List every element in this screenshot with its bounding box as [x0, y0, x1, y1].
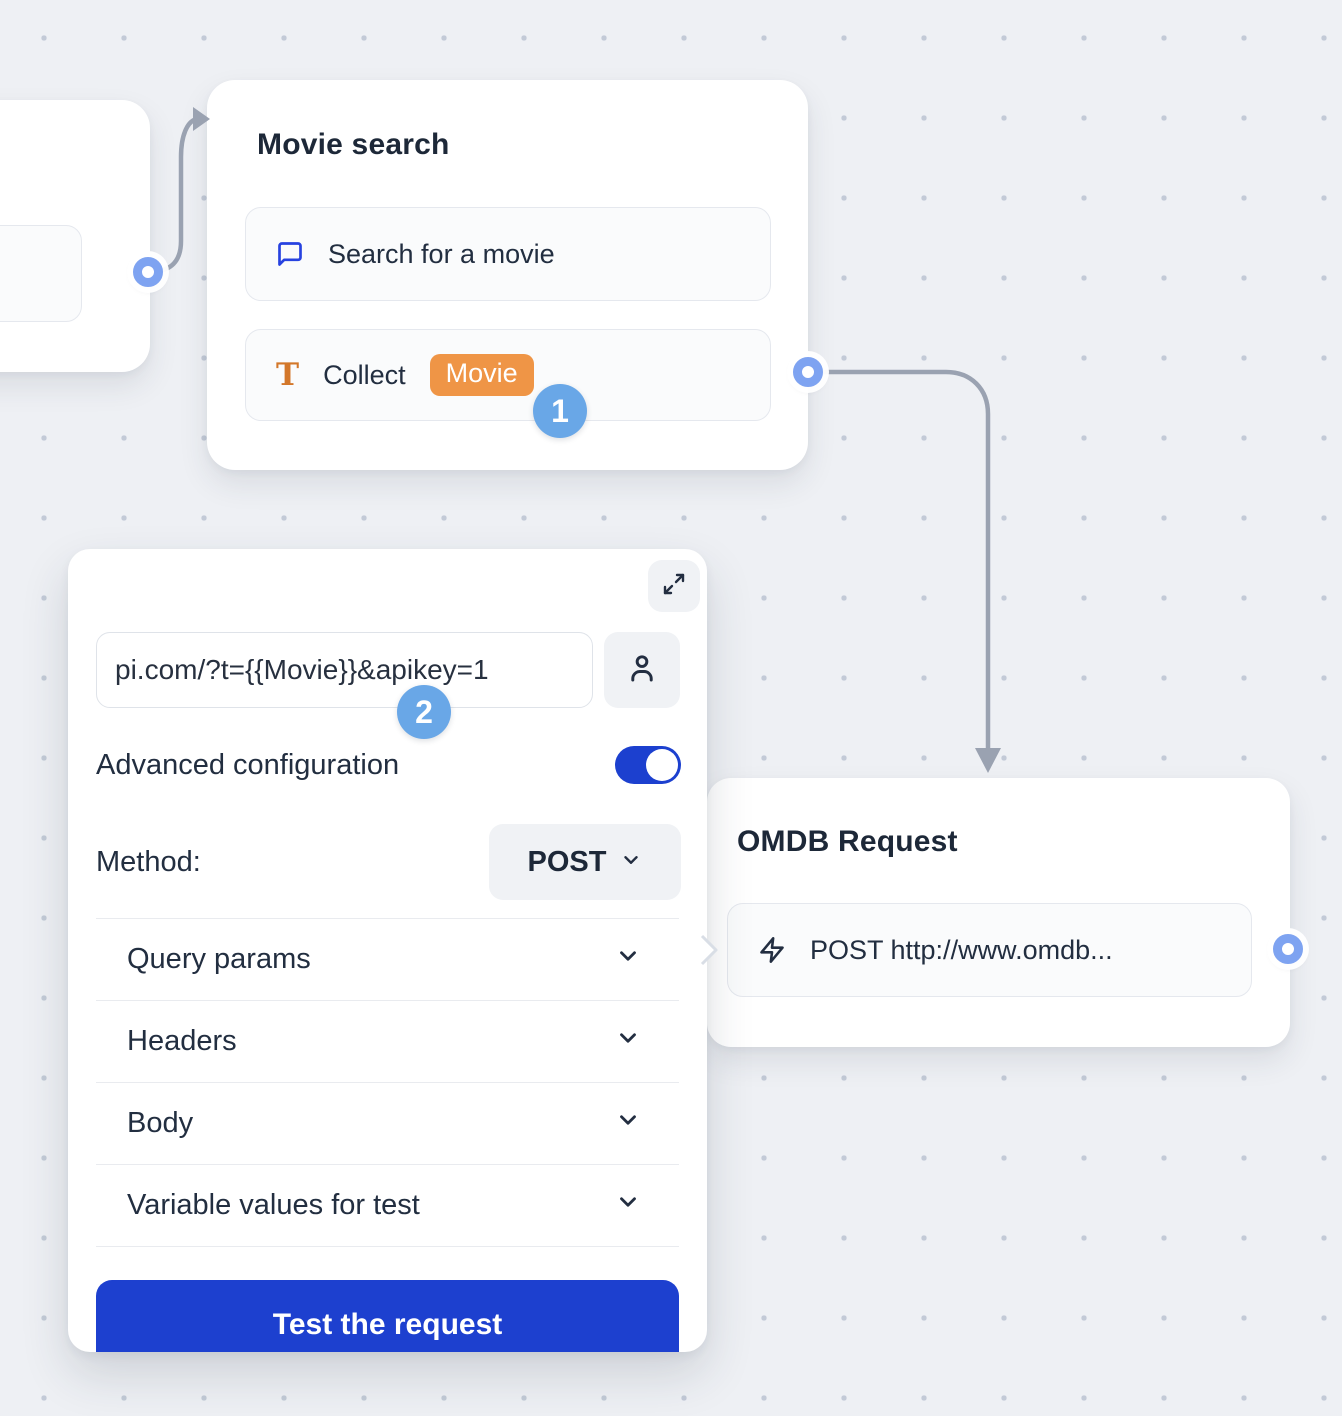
- webhook-config-panel: pi.com/?t={{Movie}}&apikey=1 2 Advanced …: [68, 549, 707, 1352]
- section-label: Body: [127, 1107, 194, 1139]
- chat-bubble-icon: [276, 240, 304, 268]
- partial-node-item[interactable]: [0, 225, 82, 322]
- text-icon: T: [276, 356, 300, 393]
- step-2-badge: 2: [397, 685, 451, 739]
- node-item-search-for-movie[interactable]: Search for a movie: [245, 207, 771, 301]
- node-item-label: Collect: [323, 359, 406, 390]
- node-title: Movie search: [257, 128, 450, 161]
- omdb-request-node[interactable]: OMDB Request POST http://www.omdb...: [707, 778, 1290, 1047]
- chevron-down-icon: [615, 1025, 641, 1059]
- advanced-configuration-label: Advanced configuration: [96, 749, 400, 781]
- section-variable-values[interactable]: Variable values for test: [96, 1165, 679, 1247]
- section-body[interactable]: Body: [96, 1083, 679, 1165]
- step-1-badge: 1: [533, 384, 587, 438]
- node-item-omdb-post[interactable]: POST http://www.omdb...: [727, 903, 1252, 997]
- omdb-input-port[interactable]: [699, 933, 721, 967]
- expand-button[interactable]: [648, 560, 700, 612]
- config-sections: Query params Headers Body Variable value…: [96, 918, 679, 1247]
- omdb-output-port[interactable]: [1273, 934, 1303, 964]
- section-label: Variable values for test: [127, 1189, 420, 1221]
- partial-node[interactable]: [0, 100, 150, 372]
- chevron-down-icon: [615, 1107, 641, 1141]
- edge-movie-to-omdb: [819, 369, 991, 753]
- section-query-params[interactable]: Query params: [96, 919, 679, 1001]
- node-item-label: POST http://www.omdb...: [810, 934, 1113, 965]
- variable-badge-movie[interactable]: Movie: [429, 354, 534, 396]
- method-label: Method:: [96, 846, 201, 878]
- node-title: OMDB Request: [737, 825, 958, 858]
- user-variable-button[interactable]: [604, 632, 680, 708]
- url-input[interactable]: pi.com/?t={{Movie}}&apikey=1: [96, 632, 593, 708]
- test-request-button[interactable]: Test the request: [96, 1280, 679, 1352]
- advanced-configuration-toggle[interactable]: [615, 746, 681, 784]
- method-value: POST: [527, 845, 607, 878]
- edge-arrowhead-down: [975, 748, 1001, 773]
- node-item-label: Search for a movie: [328, 238, 555, 269]
- edge-to-movie-search: [155, 116, 200, 274]
- section-headers[interactable]: Headers: [96, 1001, 679, 1083]
- person-icon: [625, 651, 659, 690]
- chevron-down-icon: [615, 943, 641, 977]
- section-label: Headers: [127, 1025, 237, 1057]
- url-input-value: pi.com/?t={{Movie}}&apikey=1: [115, 654, 489, 685]
- partial-node-output-port[interactable]: [133, 257, 163, 287]
- method-select[interactable]: POST: [489, 824, 681, 900]
- chevron-down-icon: [620, 846, 642, 879]
- toggle-knob: [646, 749, 678, 781]
- section-label: Query params: [127, 943, 311, 975]
- chevron-down-icon: [615, 1189, 641, 1223]
- expand-icon: [662, 572, 686, 601]
- movie-search-node[interactable]: Movie search Search for a movie T Collec…: [207, 80, 808, 470]
- lightning-icon: [758, 936, 786, 964]
- node-item-collect-movie[interactable]: T Collect Movie: [245, 329, 771, 421]
- movie-search-output-port[interactable]: [793, 357, 823, 387]
